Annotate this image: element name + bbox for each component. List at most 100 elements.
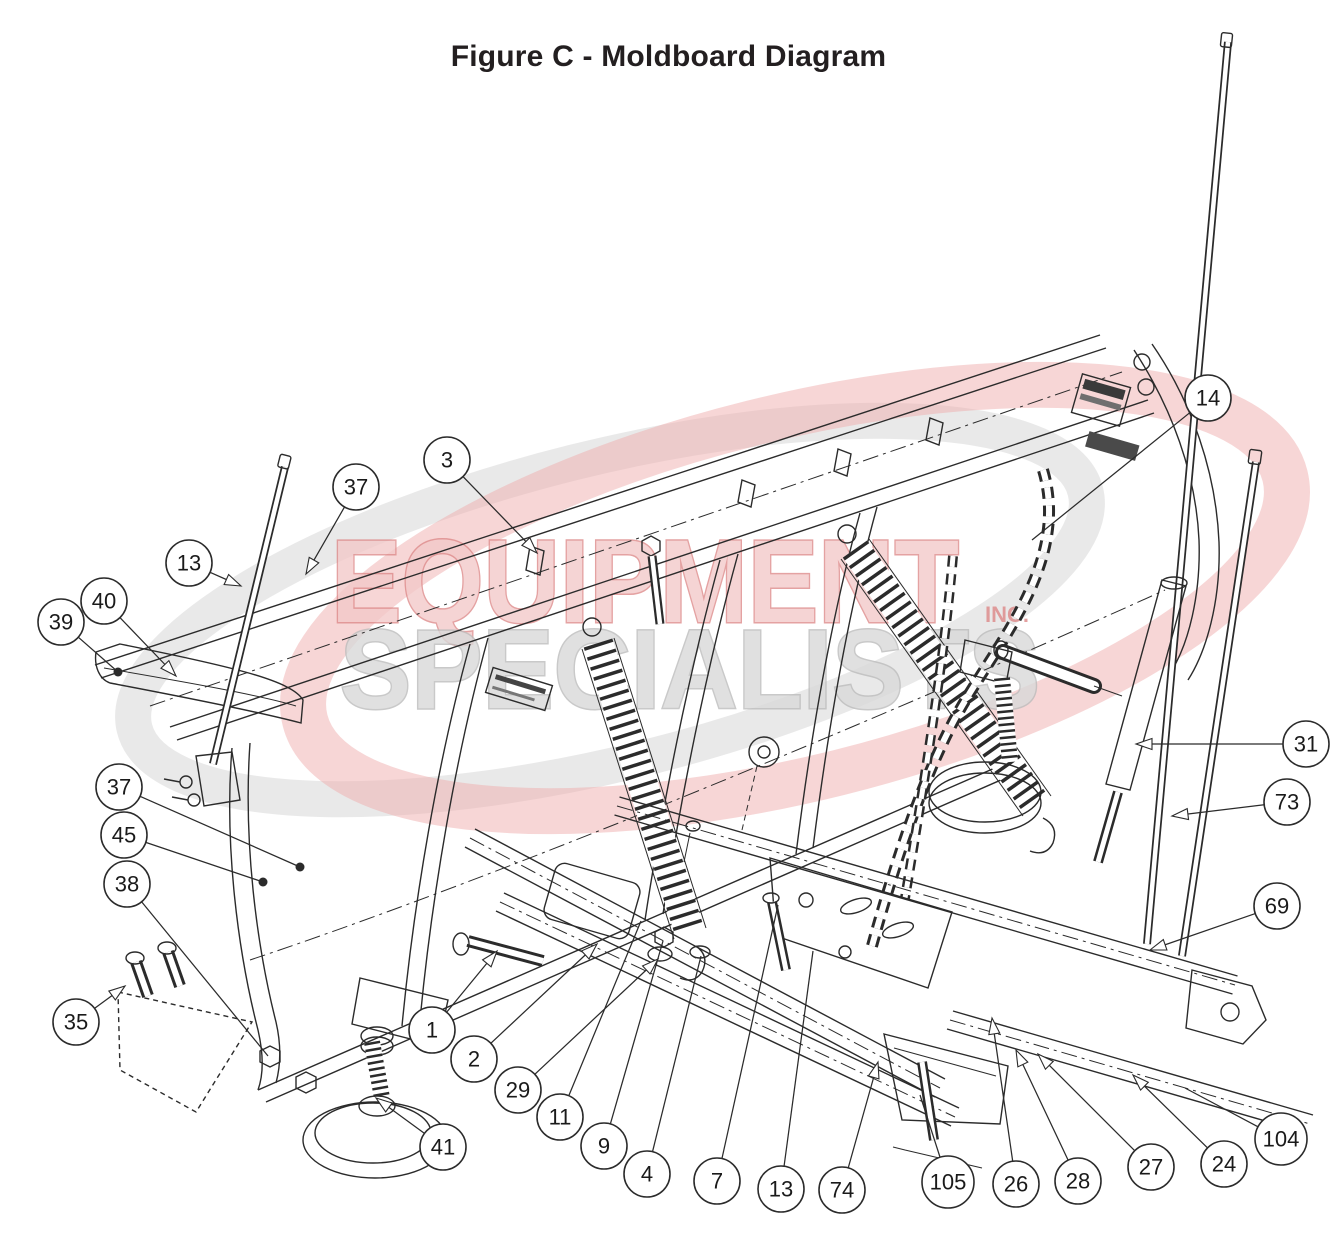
watermark-red-swoosh	[280, 361, 1310, 835]
leader-line	[1031, 411, 1191, 541]
callout-104: 104	[1184, 1087, 1308, 1166]
callout-balloon	[332, 463, 380, 511]
callout-number: 74	[830, 1178, 854, 1203]
leader-dot	[258, 877, 268, 887]
leader-arrowhead	[1015, 1048, 1029, 1068]
callout-38: 38	[103, 860, 269, 1057]
callout-balloon	[1184, 374, 1232, 422]
callout-69: 69	[1148, 882, 1301, 951]
callout-balloon	[450, 1035, 498, 1083]
callout-39: 39	[37, 598, 123, 677]
callout-number: 1	[426, 1018, 438, 1043]
leader-line	[993, 1030, 1014, 1162]
callout-balloon	[95, 763, 143, 811]
callout-number: 13	[769, 1177, 793, 1202]
leader-dot	[295, 862, 305, 872]
callout-number: 2	[468, 1047, 480, 1072]
leader-line	[1162, 912, 1256, 947]
callout-number: 40	[92, 589, 116, 614]
leader-line	[1184, 1087, 1259, 1128]
callout-4: 4	[623, 955, 702, 1198]
callout-balloon	[1054, 1157, 1102, 1205]
callout-number: 28	[1066, 1169, 1090, 1194]
leader-arrowhead	[1148, 938, 1168, 951]
callout-balloon	[1254, 1112, 1308, 1166]
callout-2: 2	[450, 942, 599, 1083]
callout-number: 9	[598, 1134, 610, 1159]
callout-balloon	[818, 1166, 866, 1214]
leader-arrowhead	[867, 1060, 880, 1080]
callout-balloon	[1282, 720, 1330, 768]
leader-line	[77, 636, 119, 673]
leader-line	[386, 1105, 425, 1134]
callout-number: 45	[112, 823, 136, 848]
leader-arrowhead	[305, 556, 320, 576]
leader-dot	[113, 667, 123, 677]
callout-11: 11	[536, 920, 642, 1141]
leader-line	[721, 904, 779, 1159]
leader-line	[847, 1074, 876, 1169]
callout-number: 69	[1265, 894, 1289, 919]
callout-74: 74	[818, 1060, 880, 1214]
callout-14: 14	[1031, 374, 1232, 541]
leader-arrowhead	[1134, 737, 1153, 751]
leader-line	[94, 993, 115, 1009]
callout-28: 28	[1015, 1048, 1102, 1205]
callout-number: 105	[930, 1170, 967, 1195]
callout-balloon	[536, 1093, 584, 1141]
callout-number: 39	[49, 610, 73, 635]
leader-arrowhead	[641, 957, 660, 975]
leader-arrowhead	[520, 536, 539, 555]
callout-number: 104	[1263, 1127, 1300, 1152]
leader-arrowhead	[580, 942, 599, 960]
callout-7: 7	[693, 904, 779, 1205]
callout-balloon	[494, 1066, 542, 1114]
callout-number: 37	[344, 475, 368, 500]
callout-balloon	[992, 1160, 1040, 1208]
figure-title: Figure C - Moldboard Diagram	[450, 40, 887, 73]
callout-balloon	[80, 577, 128, 625]
callout-number: 38	[115, 872, 139, 897]
callout-number: 3	[441, 448, 453, 473]
callout-3: 3	[423, 436, 539, 555]
callout-balloon	[1200, 1140, 1248, 1188]
leader-line	[141, 901, 269, 1057]
callout-13: 13	[165, 539, 243, 587]
callout-balloon	[1253, 882, 1301, 930]
callout-number: 41	[431, 1135, 455, 1160]
callout-105: 105	[919, 1094, 975, 1209]
callout-balloon	[37, 598, 85, 646]
callout-26: 26	[988, 1016, 1040, 1208]
leader-line	[1046, 1062, 1136, 1152]
callout-number: 26	[1004, 1172, 1028, 1197]
leader-line	[462, 476, 529, 545]
leader-line	[919, 1094, 941, 1158]
moldboard-line-art	[94, 32, 1314, 1179]
callout-number: 13	[177, 551, 201, 576]
leader-line	[139, 795, 301, 868]
callout-45: 45	[100, 811, 268, 887]
callout-number: 24	[1212, 1152, 1236, 1177]
callout-number: 37	[107, 775, 131, 800]
watermark-logo: EQUIPMENT SPECIALISTS INC.	[115, 361, 1310, 835]
leader-line	[311, 506, 346, 564]
callout-number: 27	[1139, 1155, 1163, 1180]
callout-29: 29	[494, 957, 660, 1114]
callout-number: 35	[64, 1010, 88, 1035]
leader-line	[490, 952, 588, 1044]
callout-balloon	[1127, 1143, 1175, 1191]
leader-line	[446, 960, 490, 1013]
callout-balloon	[419, 1123, 467, 1171]
callout-balloon	[408, 1006, 456, 1054]
callout-31: 31	[1134, 720, 1330, 768]
callout-number: 31	[1294, 732, 1318, 757]
leader-line	[145, 841, 264, 883]
callout-number: 29	[506, 1078, 530, 1103]
leader-arrowhead	[374, 1097, 394, 1113]
leader-line	[119, 617, 168, 668]
leader-arrowhead	[1036, 1052, 1055, 1071]
callout-37: 37	[95, 763, 305, 872]
callout-1: 1	[408, 949, 499, 1054]
